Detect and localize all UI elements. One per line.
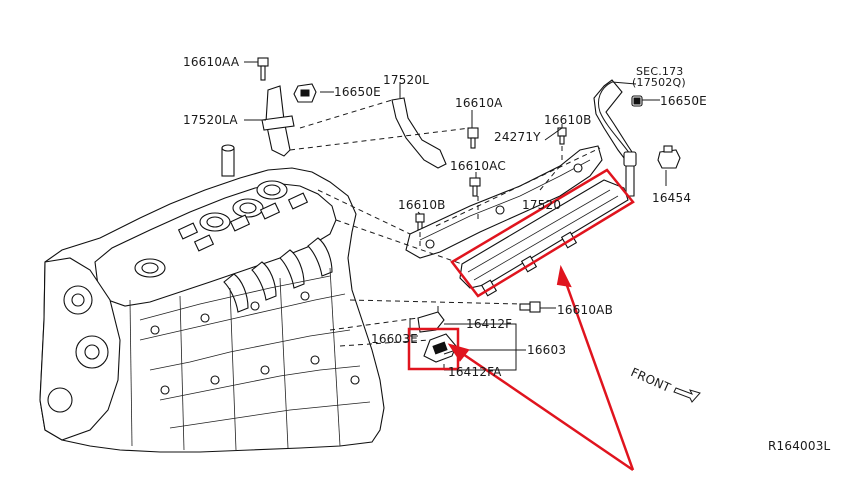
label-16650E-right: 16650E — [660, 94, 707, 108]
callout-arrow — [447, 264, 635, 472]
label-16610AC: 16610AC — [450, 159, 506, 173]
label-16610AA: 16610AA — [183, 55, 240, 69]
label-16650E-left: 16650E — [334, 85, 381, 99]
label-16610B-left: 16610B — [398, 198, 446, 212]
engine-assembly — [39, 85, 385, 453]
highlight-annotations — [407, 168, 635, 472]
label-16412F: 16412F — [466, 317, 513, 331]
label-16603: 16603 — [527, 343, 567, 357]
fuel-rail-highlight — [450, 168, 635, 298]
label-16610AB: 16610AB — [557, 303, 614, 317]
label-17520LA: 17520LA — [183, 113, 238, 127]
label-16454: 16454 — [652, 191, 692, 205]
label-17520: 17520 — [522, 198, 562, 212]
label-17520L: 17520L — [383, 73, 430, 87]
diagram-reference-code: R164003L — [768, 439, 831, 453]
label-16603E: 16603E — [371, 332, 418, 346]
fuel-hose — [593, 79, 681, 197]
front-arrow-icon — [673, 387, 701, 403]
label-17502Q: (17502Q) — [632, 76, 686, 89]
fuel-injector — [417, 311, 457, 363]
fasteners — [257, 57, 567, 313]
assembly-lines — [289, 99, 601, 347]
label-16610A: 16610A — [455, 96, 503, 110]
label-16412FA: 16412FA — [448, 365, 502, 379]
label-sec173: SEC.173 — [636, 65, 684, 78]
label-24271Y: 24271Y — [494, 130, 541, 144]
label-16610B-right: 16610B — [544, 113, 592, 127]
